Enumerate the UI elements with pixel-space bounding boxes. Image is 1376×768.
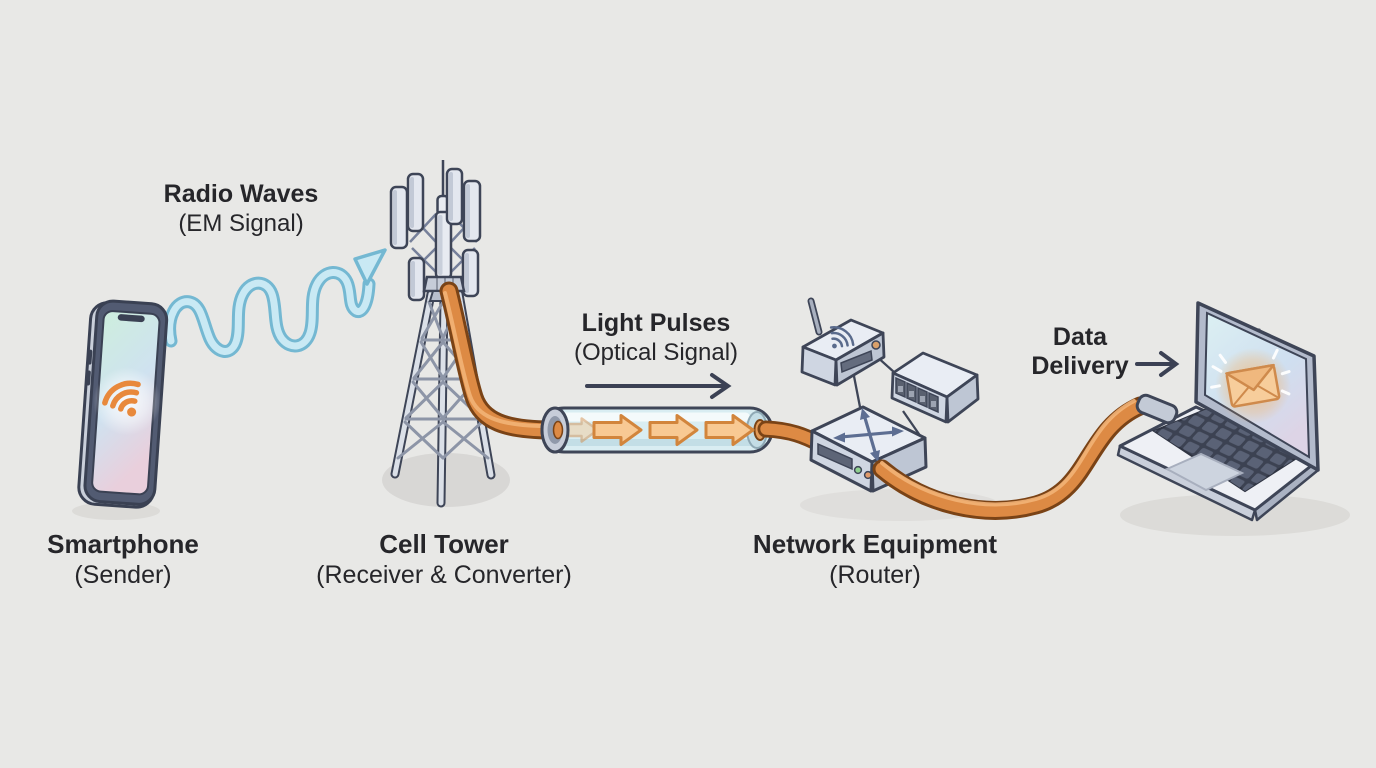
router-port-dot [871, 340, 881, 350]
radio-waves-subtitle: (EM Signal) [178, 210, 304, 237]
crossed-arrows-icon [833, 408, 904, 462]
network-equipment-title: Network Equipment [752, 529, 998, 559]
phone-buttons [86, 349, 93, 386]
cell-tower-subtitle: (Receiver & Converter) [316, 561, 572, 589]
cell-tower-illustration [389, 160, 496, 508]
smartphone-illustration [77, 299, 169, 509]
data-delivery-line2: Delivery [1031, 352, 1129, 380]
router-vent [817, 442, 853, 471]
data-delivery-line1: Data [1052, 323, 1108, 351]
envelope-icon [1210, 348, 1291, 408]
light-pulses-subtitle: (Optical Signal) [573, 339, 739, 366]
label-smartphone: Smartphone (Sender) [47, 529, 199, 590]
ethernet-cable [872, 396, 1150, 520]
fiber-cable [439, 281, 562, 440]
light-pulses-title: Light Pulses [581, 309, 731, 337]
label-light-pulses: Light Pulses (Optical Signal) [574, 308, 738, 367]
tube-left-ferrule [540, 406, 570, 454]
wifi-arcs-icon [829, 326, 855, 349]
phone-notch [117, 314, 145, 323]
laptop-touchpad [1164, 452, 1245, 492]
wifi-router-illustration [800, 297, 886, 387]
radio-waves-title: Radio Waves [163, 180, 319, 208]
fiber-optic-tube [540, 406, 774, 454]
smartphone-title: Smartphone [47, 529, 199, 559]
screen-sparks [1210, 348, 1291, 396]
wifi-icon [102, 380, 141, 417]
switch-ports [895, 376, 939, 414]
laptop-illustration [1116, 301, 1320, 522]
label-radio-waves: Radio Waves (EM Signal) [164, 179, 319, 238]
radio-wave-arrow [163, 248, 387, 358]
mast-shading [438, 215, 443, 275]
router-vent-slot [840, 349, 873, 374]
router-leds [853, 465, 873, 480]
data-delivery-arrow [1135, 351, 1180, 377]
light-pulse-arrows [558, 414, 755, 446]
label-network-equipment: Network Equipment (Router) [753, 529, 997, 590]
smartphone-subtitle: (Sender) [74, 561, 172, 589]
webcam-dot [1257, 328, 1261, 332]
optical-direction-arrow [585, 373, 732, 399]
network-switch-illustration [890, 351, 980, 424]
label-cell-tower: Cell Tower (Receiver & Converter) [316, 529, 572, 590]
cell-tower-title: Cell Tower [379, 529, 509, 559]
cable-connector [1135, 393, 1179, 425]
network-equipment-subtitle: (Router) [829, 561, 921, 589]
antenna-panels [389, 167, 482, 302]
label-data-delivery: Data Delivery [1031, 323, 1128, 381]
